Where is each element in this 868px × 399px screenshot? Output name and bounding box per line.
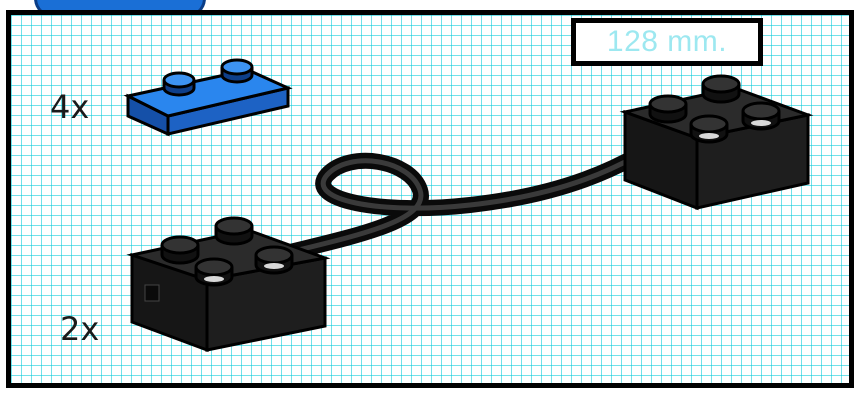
brick-stud [648,94,688,124]
cable-length-text: 128 mm. [606,25,728,58]
brick-stud [160,235,200,265]
connecting-cable [274,128,676,262]
plate-stud [162,71,196,97]
black-brick-quantity: 2x [60,310,100,348]
blue-plate-quantity: 4x [50,88,90,126]
black-brick-right [619,74,814,211]
brick-stud [194,257,234,287]
brick-stud [741,101,781,131]
cable-length-label: 128 mm. [571,18,763,66]
brick-stud [689,114,729,144]
black-brick-left [126,216,331,353]
brick-stud [701,74,741,104]
plate-stud [220,58,254,84]
blue-plate-1x2 [123,58,293,137]
brick-stud [214,216,254,246]
brick-stud [254,245,294,275]
